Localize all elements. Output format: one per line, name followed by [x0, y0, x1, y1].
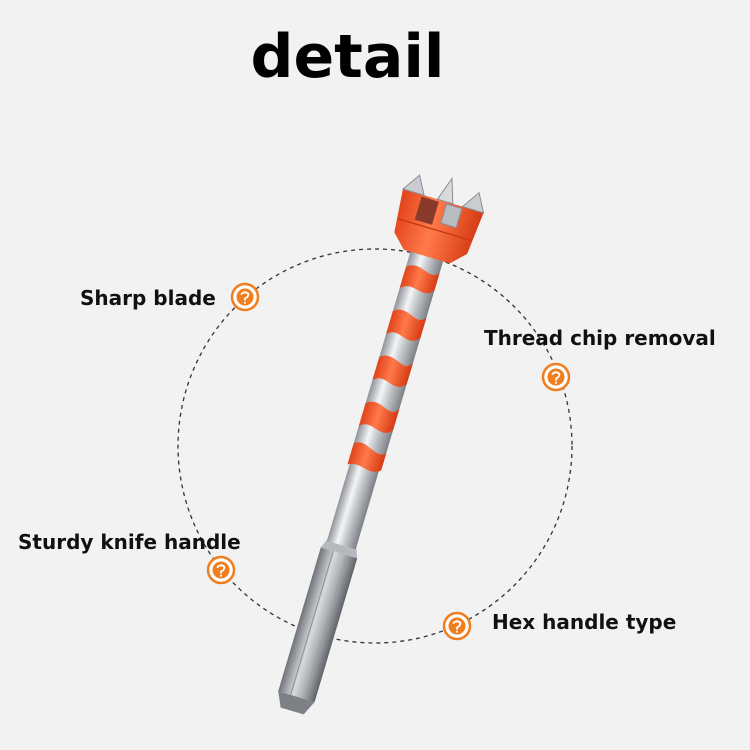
hex-shank: [278, 538, 358, 715]
label-thread-chip-removal: Thread chip removal: [484, 326, 716, 350]
label-sharp-blade: Sharp blade: [80, 286, 216, 310]
badge-icon: [442, 611, 472, 641]
spiral-flutes: [347, 265, 440, 472]
badge-icon: [230, 282, 260, 312]
badge-icon: [206, 555, 236, 585]
cutting-head: [394, 174, 485, 264]
label-hex-handle-type: Hex handle type: [492, 610, 677, 634]
drill-bit: [278, 174, 485, 715]
dashed-guide-circle: [177, 248, 573, 644]
round-shank: [326, 452, 382, 550]
badge-icon: [541, 362, 571, 392]
page-title: detail: [250, 22, 445, 92]
label-sturdy-knife-handle: Sturdy knife handle: [18, 530, 241, 554]
